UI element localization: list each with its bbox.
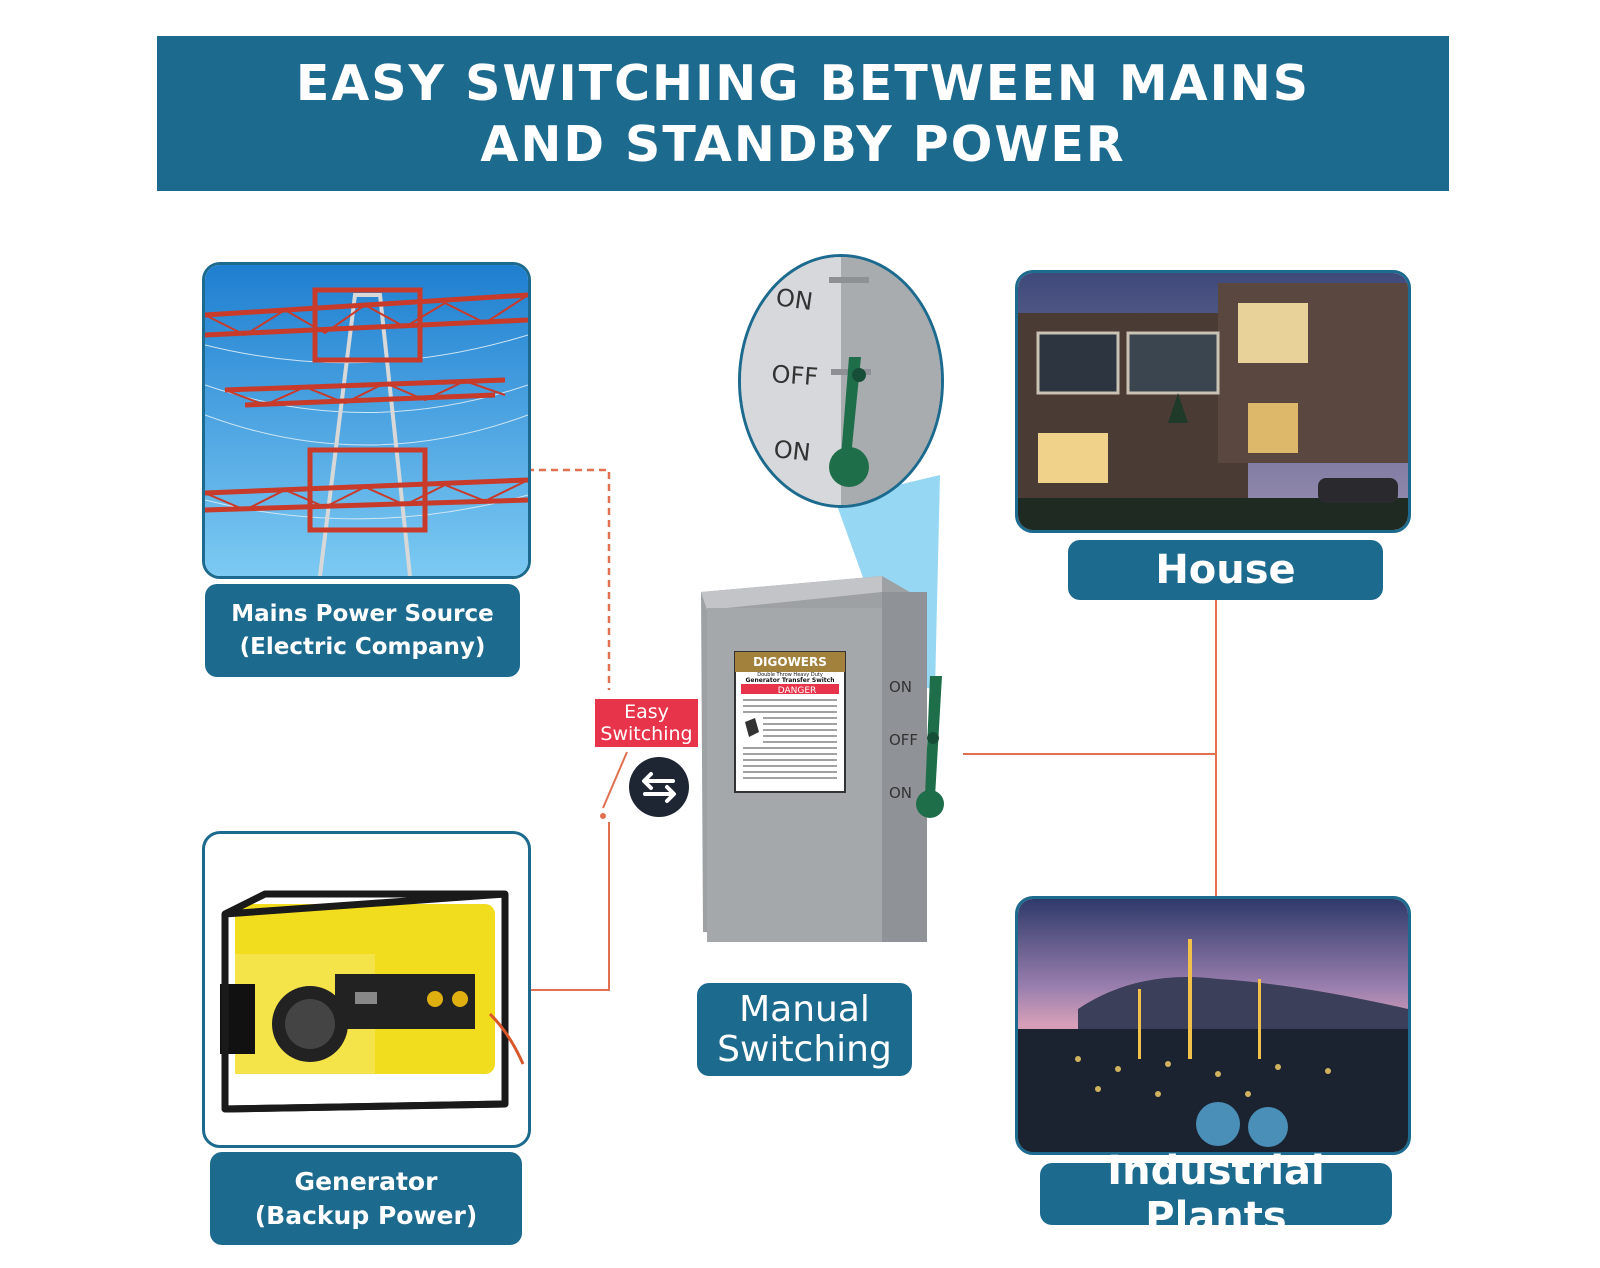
industrial-label: Industrial Plants <box>1040 1148 1392 1240</box>
box-product-line-2: Generator Transfer Switch <box>745 677 834 684</box>
manual-label-line-2: Switching <box>717 1028 892 1070</box>
box-on-bottom-text: ON <box>889 784 912 802</box>
generator-image <box>220 890 525 1113</box>
easy-switching-badge: Easy Switching <box>595 699 698 747</box>
mains-label-line-2: (Electric Company) <box>239 633 486 660</box>
zoom-on-top-text: ON <box>774 283 814 316</box>
mains-power-label: Mains Power Source (Electric Company) <box>205 584 520 677</box>
badge-line-1: Easy <box>624 701 669 723</box>
industrial-image <box>1018 899 1408 1152</box>
title-line-2: AND STANDBY POWER <box>480 115 1126 173</box>
switch-contact-dot <box>600 813 606 819</box>
manual-label-line-1: Manual <box>739 988 870 1030</box>
badge-line-2: Switching <box>600 723 693 745</box>
generator-label: Generator (Backup Power) <box>210 1152 522 1245</box>
box-danger-text: DANGER <box>778 686 817 696</box>
box-product-line-1: Double Throw Heavy Duty <box>757 672 823 678</box>
switch-zoom-circle: ON OFF ON <box>738 254 944 508</box>
title-line-1: EASY SWITCHING BETWEEN MAINS <box>295 54 1311 112</box>
generator-label-line-2: (Backup Power) <box>254 1200 478 1230</box>
power-tower-image <box>205 265 528 576</box>
title-banner: EASY SWITCHING BETWEEN MAINS AND STANDBY… <box>157 36 1449 191</box>
mains-power-photo <box>202 262 531 579</box>
transfer-switch-box: DIGOWERS Double Throw Heavy Duty Generat… <box>697 572 967 948</box>
manual-switching-label: Manual Switching <box>697 983 912 1076</box>
house-label-text: House <box>1155 547 1296 593</box>
generator-label-line-1: Generator <box>294 1166 438 1196</box>
house-label: House <box>1068 540 1383 600</box>
swap-arrows-icon <box>629 757 689 817</box>
industrial-label-text: Industrial Plants <box>1107 1148 1325 1240</box>
generator-photo <box>202 831 531 1148</box>
industrial-photo <box>1015 896 1411 1155</box>
box-off-text: OFF <box>889 731 918 749</box>
zoom-on-bottom-text: ON <box>772 435 812 467</box>
zoom-off-text: OFF <box>771 360 819 391</box>
box-brand-text: DIGOWERS <box>753 655 827 669</box>
mains-connector <box>527 468 611 690</box>
mains-label-line-1: Mains Power Source <box>231 600 494 627</box>
generator-connector <box>527 822 610 991</box>
house-image <box>1018 273 1408 530</box>
house-photo <box>1015 270 1411 533</box>
house-connector <box>963 600 1217 755</box>
switch-lever-line <box>602 751 628 809</box>
box-on-top-text: ON <box>889 678 912 696</box>
